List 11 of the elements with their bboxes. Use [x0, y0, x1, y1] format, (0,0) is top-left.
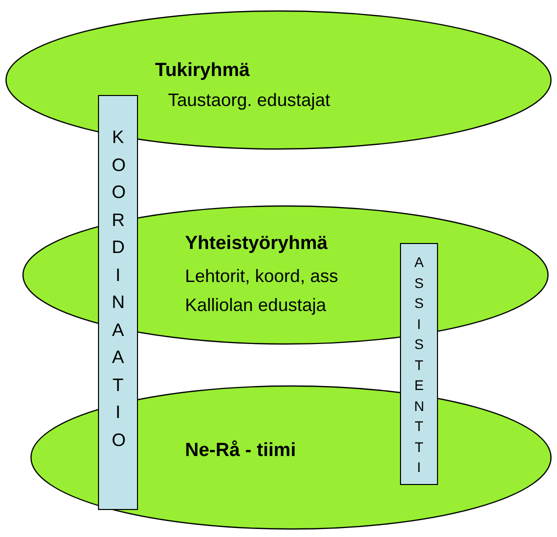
group-heading: Ne-Rå - tiimi — [185, 440, 296, 462]
group-ellipse — [5, 10, 552, 150]
member-text: Kalliolan edustaja — [185, 294, 326, 316]
vertical-label: KOORDINAATIO — [110, 126, 134, 452]
member-text: Lehtorit, koord, ass — [185, 265, 338, 287]
group-heading: Yhteistyöryhmä — [185, 233, 328, 255]
vertical-label: ASSISTENTTI — [413, 253, 431, 477]
member-text: Taustaorg. edustajat — [168, 89, 330, 111]
vertical-bar — [98, 95, 138, 510]
group-heading: Tukiryhmä — [155, 60, 250, 82]
vertical-bar — [400, 243, 438, 485]
